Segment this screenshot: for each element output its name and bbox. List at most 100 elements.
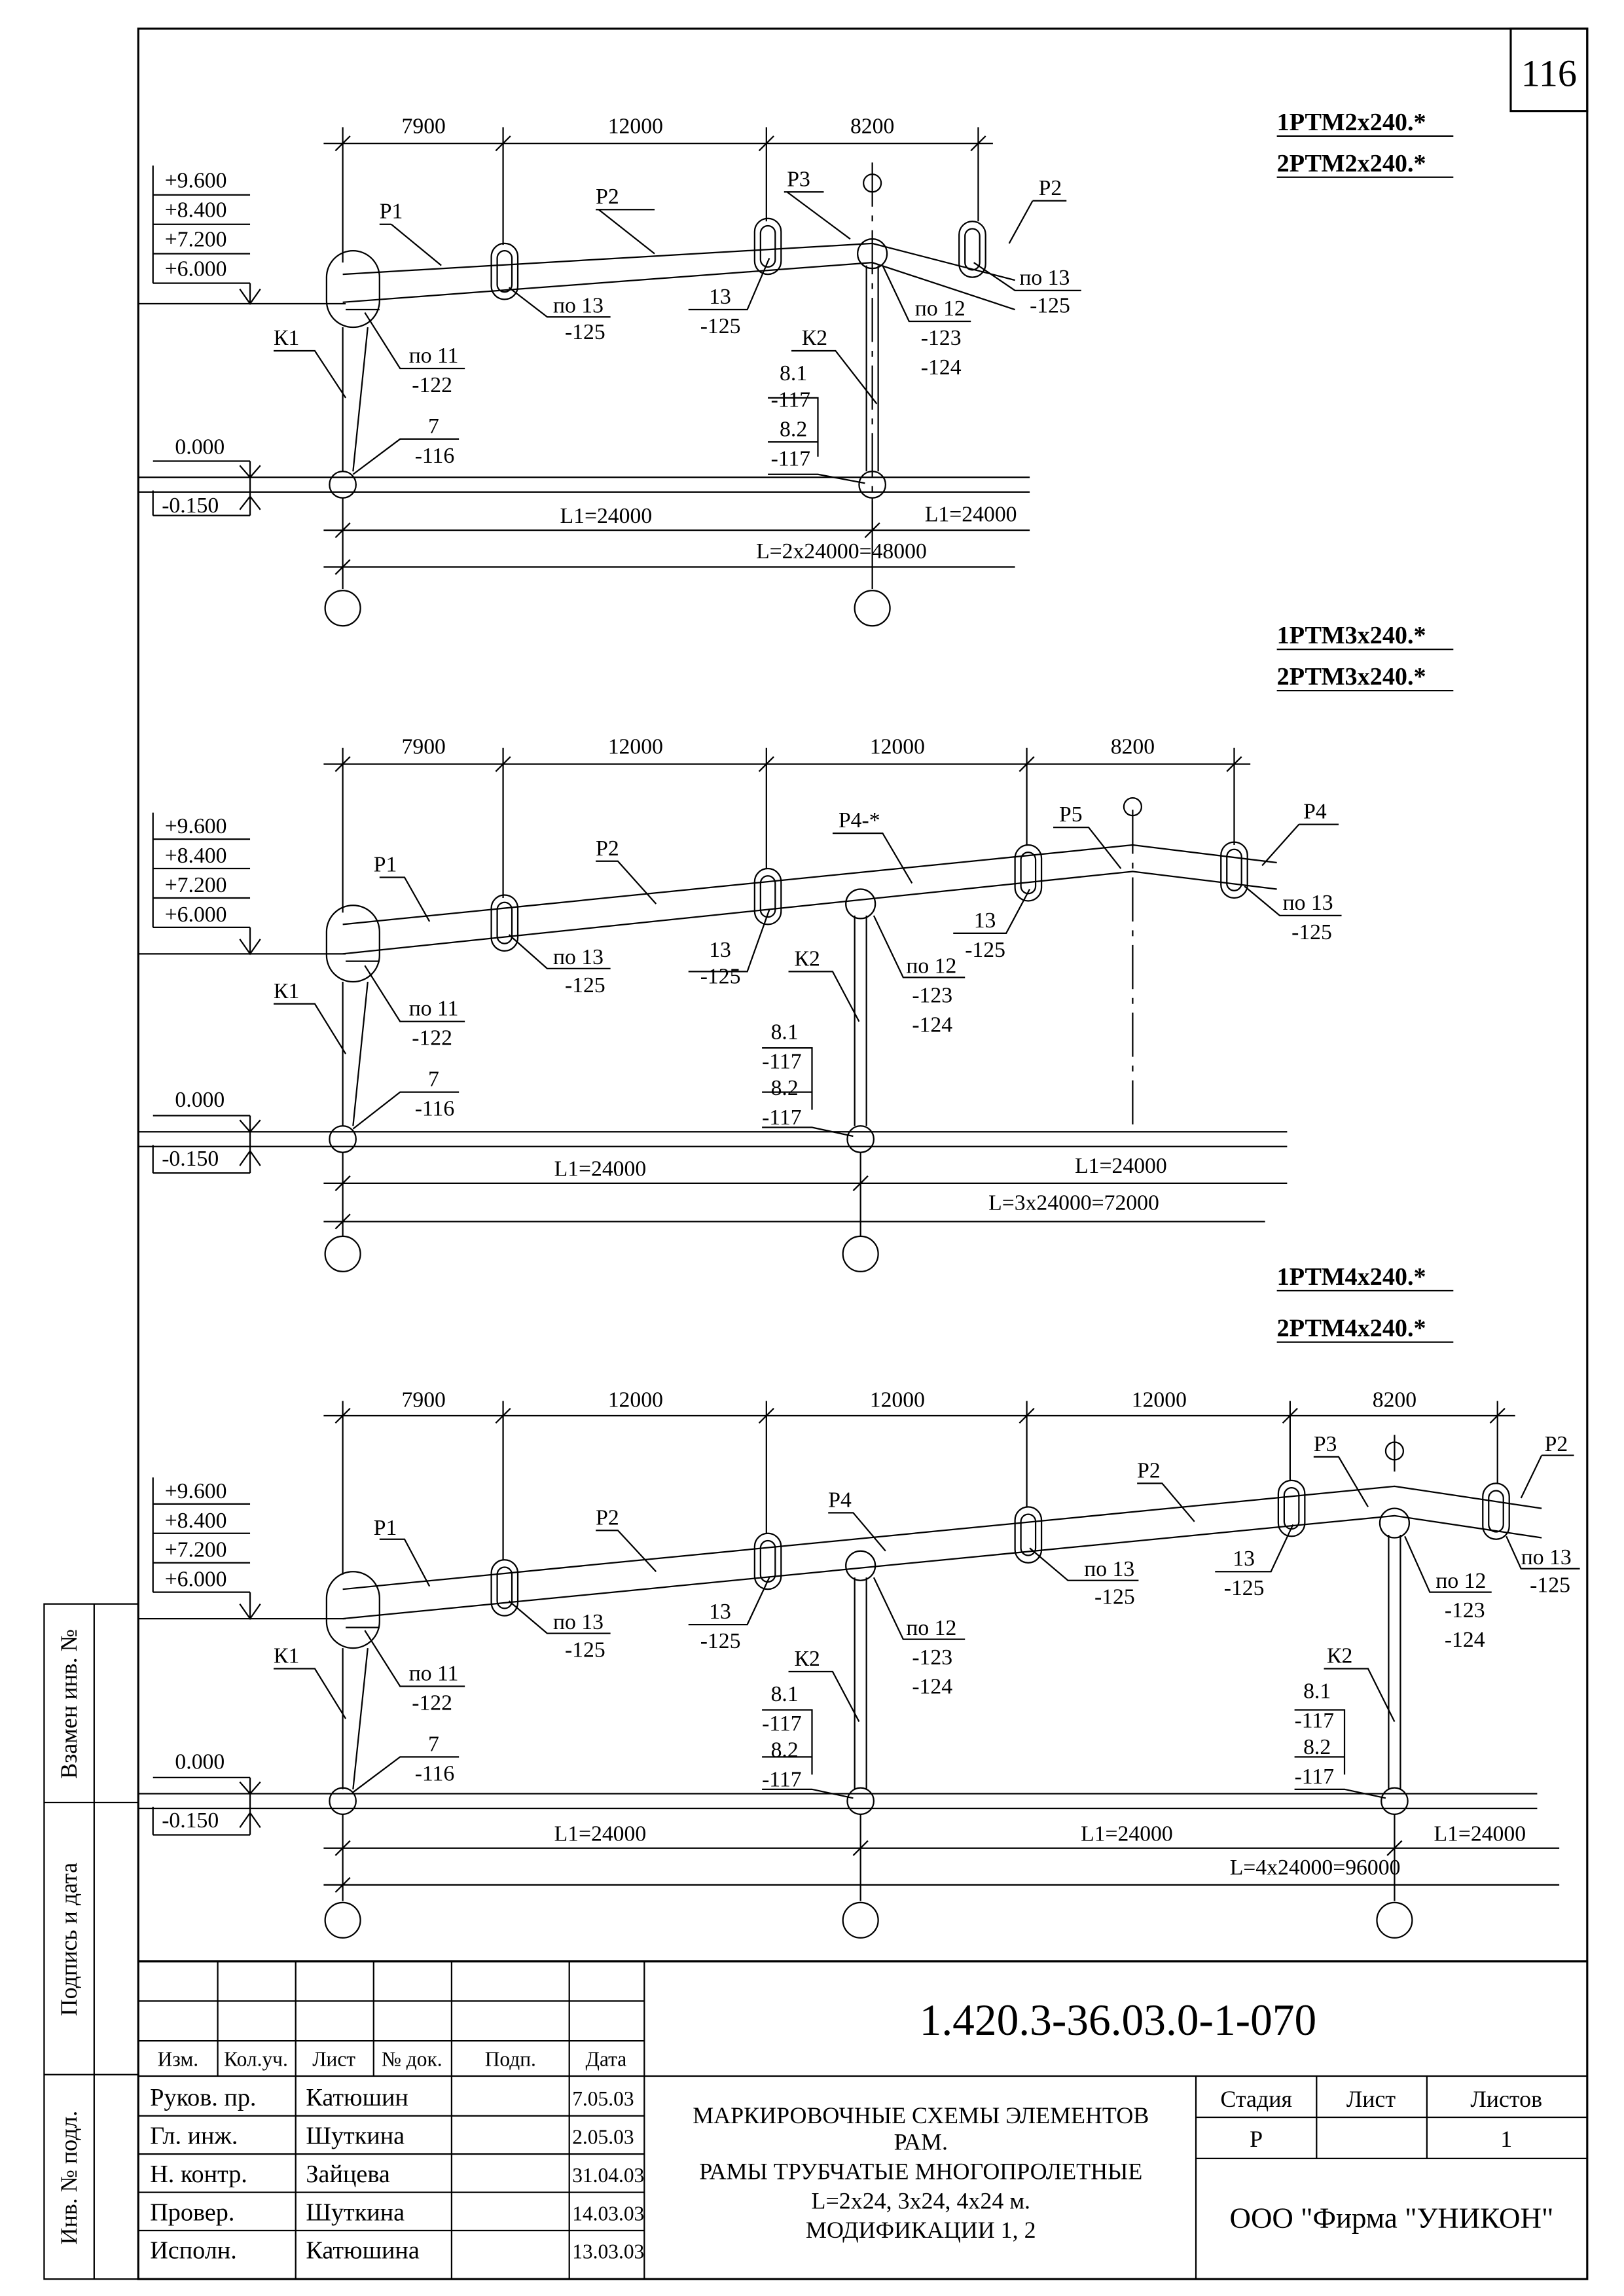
level-mark: +9.600 — [165, 1479, 227, 1503]
callout: по 13 — [553, 294, 604, 318]
element-mark-P2: Р2 — [1545, 1432, 1568, 1456]
callout: 13 — [709, 285, 731, 309]
callout: -117 — [771, 446, 811, 471]
span-dimension: 12000 — [608, 1388, 663, 1412]
callout: -122 — [412, 1026, 452, 1050]
callout: -124 — [921, 355, 962, 380]
row-date: 13.03.03 — [572, 2240, 644, 2263]
level-mark: +8.400 — [165, 198, 227, 222]
frame-title: 1РТМ2х240.* — [1277, 109, 1426, 136]
span-dimension: 12000 — [608, 735, 663, 759]
callout: по 13 — [553, 945, 604, 969]
callout: -117 — [771, 387, 811, 412]
element-mark-P2: Р2 — [1137, 1458, 1161, 1482]
row-date: 14.03.03 — [572, 2202, 644, 2225]
element-mark-P4: Р4-* — [839, 808, 880, 833]
frame-scheme-3x24: 1РТМ3х240.* 2РТМ3х240.* 7900 12000 12000… — [138, 622, 1454, 1272]
span-dimension: 8200 — [1373, 1388, 1416, 1412]
header-kol: Кол.уч. — [224, 2047, 288, 2070]
header-list: Лист — [312, 2047, 355, 2070]
element-mark-K1: К1 — [274, 326, 299, 350]
sheets-label: Листов — [1470, 2086, 1542, 2112]
row-date: 31.04.03 — [572, 2164, 644, 2187]
element-mark-P4: Р4 — [828, 1488, 852, 1512]
ground-level: -0.150 — [162, 1808, 219, 1833]
callout: по 13 — [1521, 1545, 1572, 1570]
bay-length: L1=24000 — [1434, 1821, 1526, 1846]
callout: -125 — [1094, 1585, 1135, 1609]
level-mark: +8.400 — [165, 844, 227, 868]
callout: -125 — [1291, 920, 1332, 944]
frame-scheme-4x24: 1РТМ4х240.* 2РТМ4х240.* 7900 12000 12000… — [138, 1263, 1580, 1939]
span-dimension: 12000 — [1132, 1388, 1187, 1412]
callout: -125 — [1224, 1576, 1265, 1600]
element-mark-P1: Р1 — [380, 200, 403, 224]
title-block-header: Изм. Кол.уч. Лист № док. Подп. Дата — [158, 2047, 627, 2070]
row-date: 7.05.03 — [572, 2087, 634, 2110]
bay-length: L1=24000 — [1075, 1154, 1167, 1178]
callout: -117 — [762, 1105, 801, 1130]
stage-value: Р — [1250, 2126, 1263, 2152]
callout: -117 — [762, 1050, 801, 1074]
callout: 8.1 — [780, 361, 807, 386]
signature-rows: Руков. пр. Катюшин 7.05.03 Гл. инж. Шутк… — [150, 2084, 644, 2265]
callout: -123 — [912, 984, 952, 1008]
callout: -116 — [415, 1097, 455, 1121]
sheet-number-box — [1509, 27, 1589, 113]
frame-title: 1РТМ4х240.* — [1277, 1263, 1426, 1291]
span-dimension: 7900 — [402, 735, 446, 759]
element-mark-P2: Р2 — [596, 836, 619, 861]
frame-title: 2РТМ2х240.* — [1277, 150, 1426, 177]
element-mark-K2: К2 — [802, 326, 827, 350]
callout: -125 — [565, 1638, 605, 1662]
callout: 7 — [428, 1732, 439, 1756]
frame-title: 2РТМ4х240.* — [1277, 1315, 1426, 1342]
callout: -124 — [912, 1013, 952, 1037]
callout: -117 — [1295, 1765, 1335, 1789]
row-name: Зайцева — [306, 2161, 389, 2188]
element-mark-P4: Р4 — [1303, 800, 1327, 824]
header-doc: № док. — [382, 2047, 442, 2070]
drawing-description: МАРКИРОВОЧНЫЕ СХЕМЫ ЭЛЕМЕНТОВ РАМ. РАМЫ … — [693, 2102, 1149, 2243]
stage-label: Стадия — [1220, 2086, 1292, 2112]
callout: 8.1 — [1303, 1679, 1331, 1703]
side-label-signature-date: Подпись и дата — [56, 1863, 82, 2017]
callout: -122 — [412, 1691, 452, 1715]
callout: -124 — [912, 1675, 952, 1699]
ground-level: -0.150 — [162, 1147, 219, 1171]
element-mark-K2: К2 — [1327, 1644, 1352, 1668]
level-mark: +7.200 — [165, 873, 227, 897]
description-line: МОДИФИКАЦИИ 1, 2 — [806, 2217, 1036, 2243]
header-date: Дата — [586, 2047, 627, 2070]
sheet-number: 116 — [1521, 52, 1577, 94]
callout: 13 — [709, 1600, 731, 1624]
total-length: L=3x24000=72000 — [988, 1191, 1159, 1215]
level-mark: +7.200 — [165, 1538, 227, 1562]
sheet-label: Лист — [1346, 2086, 1396, 2112]
total-length: L=4x24000=96000 — [1230, 1856, 1401, 1880]
element-mark-P2: Р2 — [596, 185, 619, 209]
level-mark: +9.600 — [165, 169, 227, 193]
row-role: Провер. — [150, 2198, 234, 2226]
side-label-original-inv: Инв. № подл. — [56, 2111, 82, 2245]
callout: по 12 — [906, 954, 956, 978]
span-dimension: 7900 — [402, 114, 446, 138]
element-mark-P1: Р1 — [374, 1516, 397, 1540]
callout: 8.2 — [1303, 1735, 1331, 1759]
callout: по 11 — [409, 1662, 459, 1686]
frame-scheme-2x24: 1РТМ2х240.* 2РТМ2х240.* 7900 12000 8200 … — [138, 109, 1454, 627]
span-dimension: 8200 — [850, 114, 894, 138]
callout: по 11 — [409, 344, 459, 368]
element-mark-K2: К2 — [795, 1647, 820, 1671]
ground-level: -0.150 — [162, 493, 219, 518]
side-stamp — [43, 1603, 139, 2280]
element-mark-P3: Р3 — [1314, 1432, 1337, 1456]
callout: по 13 — [1283, 891, 1333, 915]
callout: -123 — [921, 326, 962, 350]
callout: по 12 — [915, 296, 965, 321]
span-dimension: 7900 — [402, 1388, 446, 1412]
callout: -122 — [412, 373, 452, 397]
level-mark: +6.000 — [165, 1568, 227, 1592]
bay-length: L1=24000 — [560, 504, 653, 528]
row-name: Катюшин — [306, 2084, 408, 2111]
